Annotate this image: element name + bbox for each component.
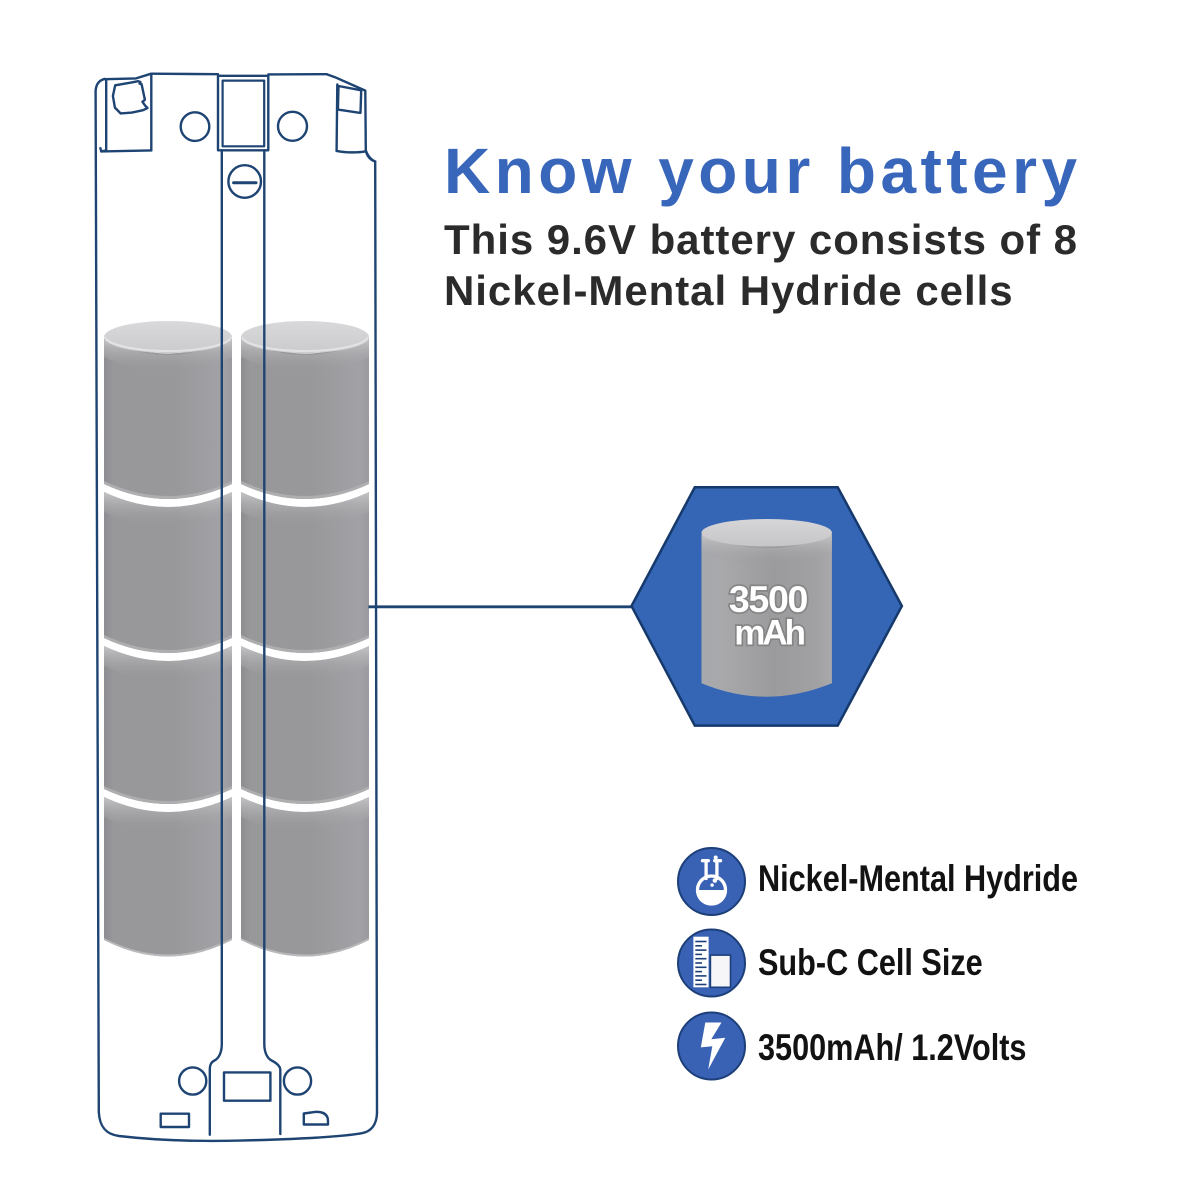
svg-text:3500: 3500 [729,578,808,620]
svg-text:mAh: mAh [734,614,804,653]
